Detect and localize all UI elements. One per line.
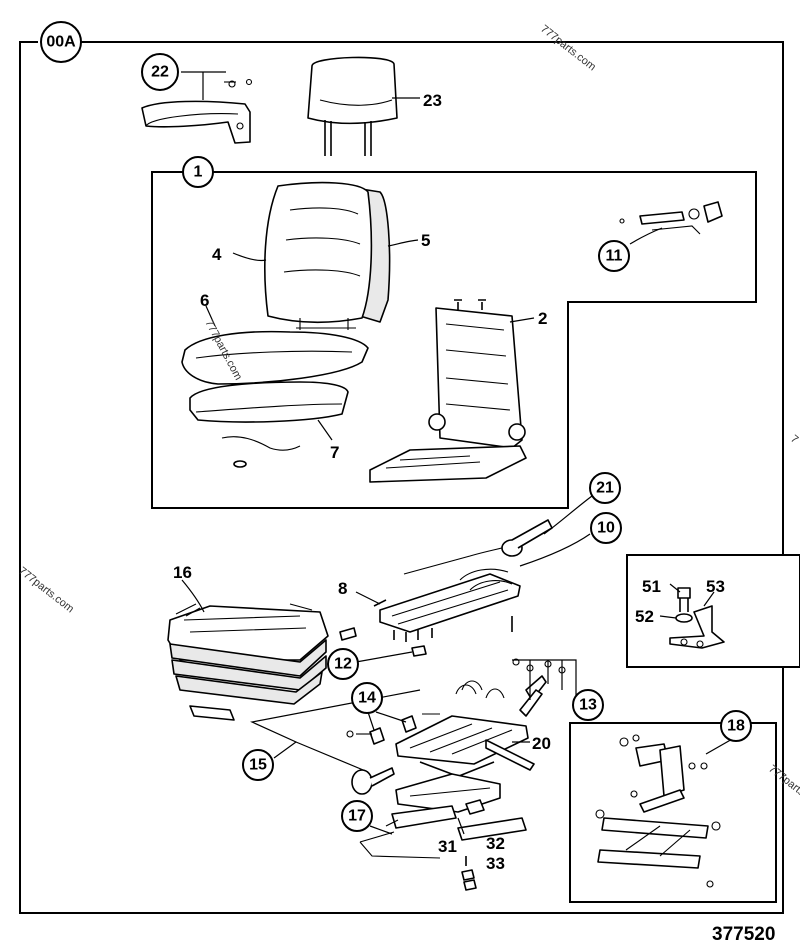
- damper-set: [422, 658, 566, 732]
- svg-text:18: 18: [727, 718, 745, 735]
- mechanism-kit-frame: [569, 722, 777, 903]
- leader-14: [367, 711, 407, 731]
- leader-53: [703, 591, 715, 607]
- bubble-18: 18: [720, 710, 752, 742]
- label-53: 53: [706, 577, 725, 596]
- label-5: 5: [421, 231, 430, 250]
- label-23: 23: [423, 91, 442, 110]
- leader-7: [317, 419, 333, 441]
- bracket-kit-frame: [626, 554, 800, 668]
- drawing-number: 377520: [712, 924, 775, 945]
- kit-12-part-a: [339, 627, 357, 641]
- leader-31: [457, 817, 465, 835]
- armrest: [141, 78, 253, 144]
- kit-12-part-b: [411, 645, 427, 657]
- label-4: 4: [212, 245, 222, 264]
- label-31: 31: [438, 837, 457, 856]
- height-knob: [351, 767, 395, 795]
- leader-15: [250, 689, 421, 773]
- bubble-12: 12: [327, 648, 359, 680]
- leader-8: [355, 591, 381, 605]
- seat-cushion: [181, 330, 369, 385]
- leader-10: [519, 533, 591, 567]
- svg-text:10: 10: [597, 520, 615, 537]
- seat-frame: [369, 299, 527, 483]
- suspension-cover: [167, 603, 329, 721]
- leader-4: [232, 252, 267, 262]
- label-33: 33: [486, 854, 505, 873]
- label-16: 16: [173, 563, 192, 582]
- svg-text:11: 11: [606, 248, 623, 265]
- outer-frame: [19, 41, 784, 914]
- bubble-21: 21: [589, 472, 621, 504]
- svg-text:15: 15: [249, 757, 267, 774]
- bubble-14: 14: [351, 682, 383, 714]
- headrest: [307, 56, 398, 156]
- bubble-13: 13: [572, 689, 604, 721]
- watermark-2: 777parts.com: [16, 565, 76, 615]
- label-51: 51: [642, 577, 661, 596]
- leader-16: [181, 579, 205, 613]
- leader-22: [181, 71, 226, 100]
- label-7: 7: [330, 443, 339, 462]
- leader-12: [355, 651, 413, 663]
- leader-51: [669, 583, 681, 593]
- bubble-15: 15: [242, 749, 274, 781]
- kit-14-parts: [346, 715, 417, 745]
- kit-17-rails: [359, 805, 527, 891]
- bubble-1: 1: [182, 156, 214, 188]
- svg-text:1: 1: [194, 164, 203, 181]
- label-32: 32: [486, 834, 505, 853]
- bubble-page-tag: 00A: [40, 21, 82, 63]
- bubble-11: 11: [598, 240, 630, 272]
- seat-pan-nut: [233, 460, 247, 468]
- slide-rails: [373, 519, 553, 642]
- scissor-suspension: [395, 715, 535, 815]
- seat-pan-wire: [221, 436, 301, 451]
- watermark-4: 777parts.com: [538, 23, 598, 73]
- leader-11: [629, 227, 663, 245]
- bracket-kit: [669, 587, 725, 649]
- watermark-5: 7: [788, 433, 800, 446]
- label-20: 20: [532, 734, 551, 753]
- leader-17: [369, 819, 399, 835]
- svg-text:22: 22: [151, 64, 169, 81]
- seat-base: [189, 381, 349, 423]
- leader-13: [512, 659, 577, 700]
- leader-21: [543, 495, 593, 535]
- label-2: 2: [538, 309, 547, 328]
- lumbar-adjuster: [619, 201, 723, 235]
- label-52: 52: [635, 607, 654, 626]
- leader-18: [705, 737, 735, 755]
- svg-text:21: 21: [596, 480, 614, 497]
- label-6: 6: [200, 291, 209, 310]
- page-tag-text: 00A: [46, 34, 76, 51]
- leader-2: [509, 317, 535, 323]
- seat-group-frame: [151, 171, 757, 509]
- bubble-10: 10: [590, 512, 622, 544]
- bubble-17: 17: [341, 800, 373, 832]
- leader-6: [205, 305, 216, 327]
- bubble-22: 22: [141, 53, 179, 91]
- svg-text:13: 13: [579, 697, 597, 714]
- mechanism-kit: [595, 734, 721, 888]
- label-8: 8: [338, 579, 347, 598]
- leader-5: [387, 239, 419, 247]
- svg-text:12: 12: [334, 656, 352, 673]
- backrest: [264, 181, 391, 330]
- svg-text:17: 17: [348, 808, 366, 825]
- leader-52: [659, 615, 677, 619]
- svg-text:14: 14: [358, 690, 376, 707]
